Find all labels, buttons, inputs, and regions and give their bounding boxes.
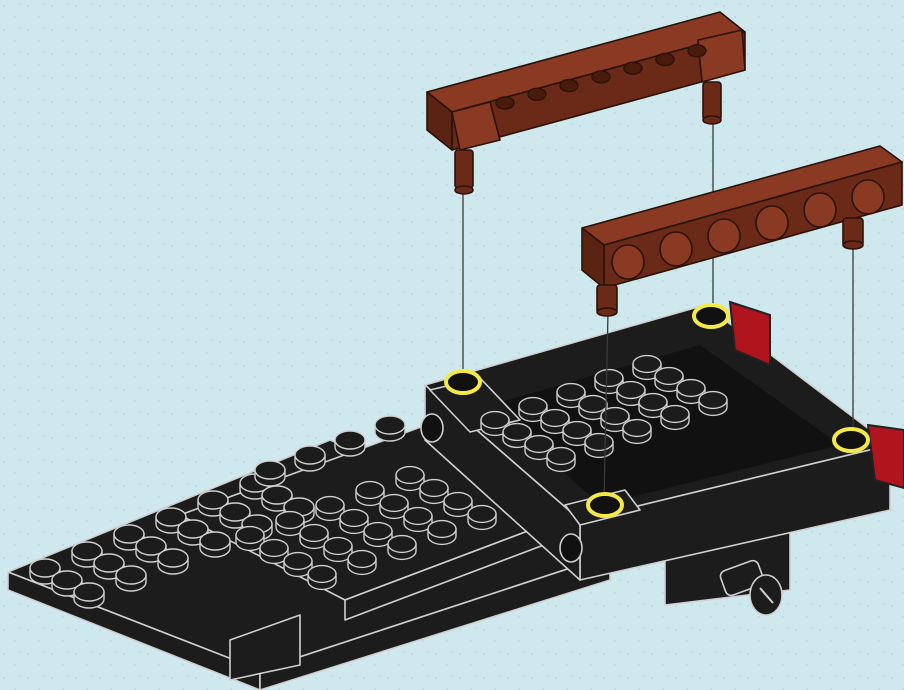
stud — [295, 446, 325, 471]
bracket-hole — [592, 71, 610, 83]
bracket-hole — [688, 45, 706, 57]
stud — [255, 461, 285, 486]
stud — [547, 448, 575, 472]
stud — [699, 392, 727, 416]
stud — [428, 521, 456, 545]
bracket-stud — [852, 180, 884, 214]
stud — [661, 406, 689, 430]
stud — [335, 431, 365, 456]
bracket-hole — [496, 97, 514, 109]
stud — [585, 434, 613, 458]
highlight-ring-1 — [446, 371, 480, 393]
highlight-ring-3 — [588, 494, 622, 516]
bracket-stud — [708, 219, 740, 253]
stud — [623, 420, 651, 444]
stud — [348, 551, 376, 575]
highlight-ring-2 — [694, 305, 728, 327]
stud — [388, 536, 416, 560]
bracket-stud — [804, 193, 836, 227]
highlight-ring-4 — [834, 429, 868, 451]
bracket-stud — [612, 245, 644, 279]
stud — [116, 566, 146, 591]
bracket-hole — [624, 62, 642, 74]
bracket-hole — [560, 80, 578, 92]
stud — [375, 416, 405, 441]
stud — [200, 532, 230, 557]
bracket-hole — [528, 88, 546, 100]
stud — [158, 549, 188, 574]
bracket-stud — [756, 206, 788, 240]
stud — [74, 583, 104, 608]
bracket-hole — [656, 54, 674, 66]
stud — [308, 566, 336, 590]
stud — [468, 506, 496, 530]
bracket-stud — [660, 232, 692, 266]
